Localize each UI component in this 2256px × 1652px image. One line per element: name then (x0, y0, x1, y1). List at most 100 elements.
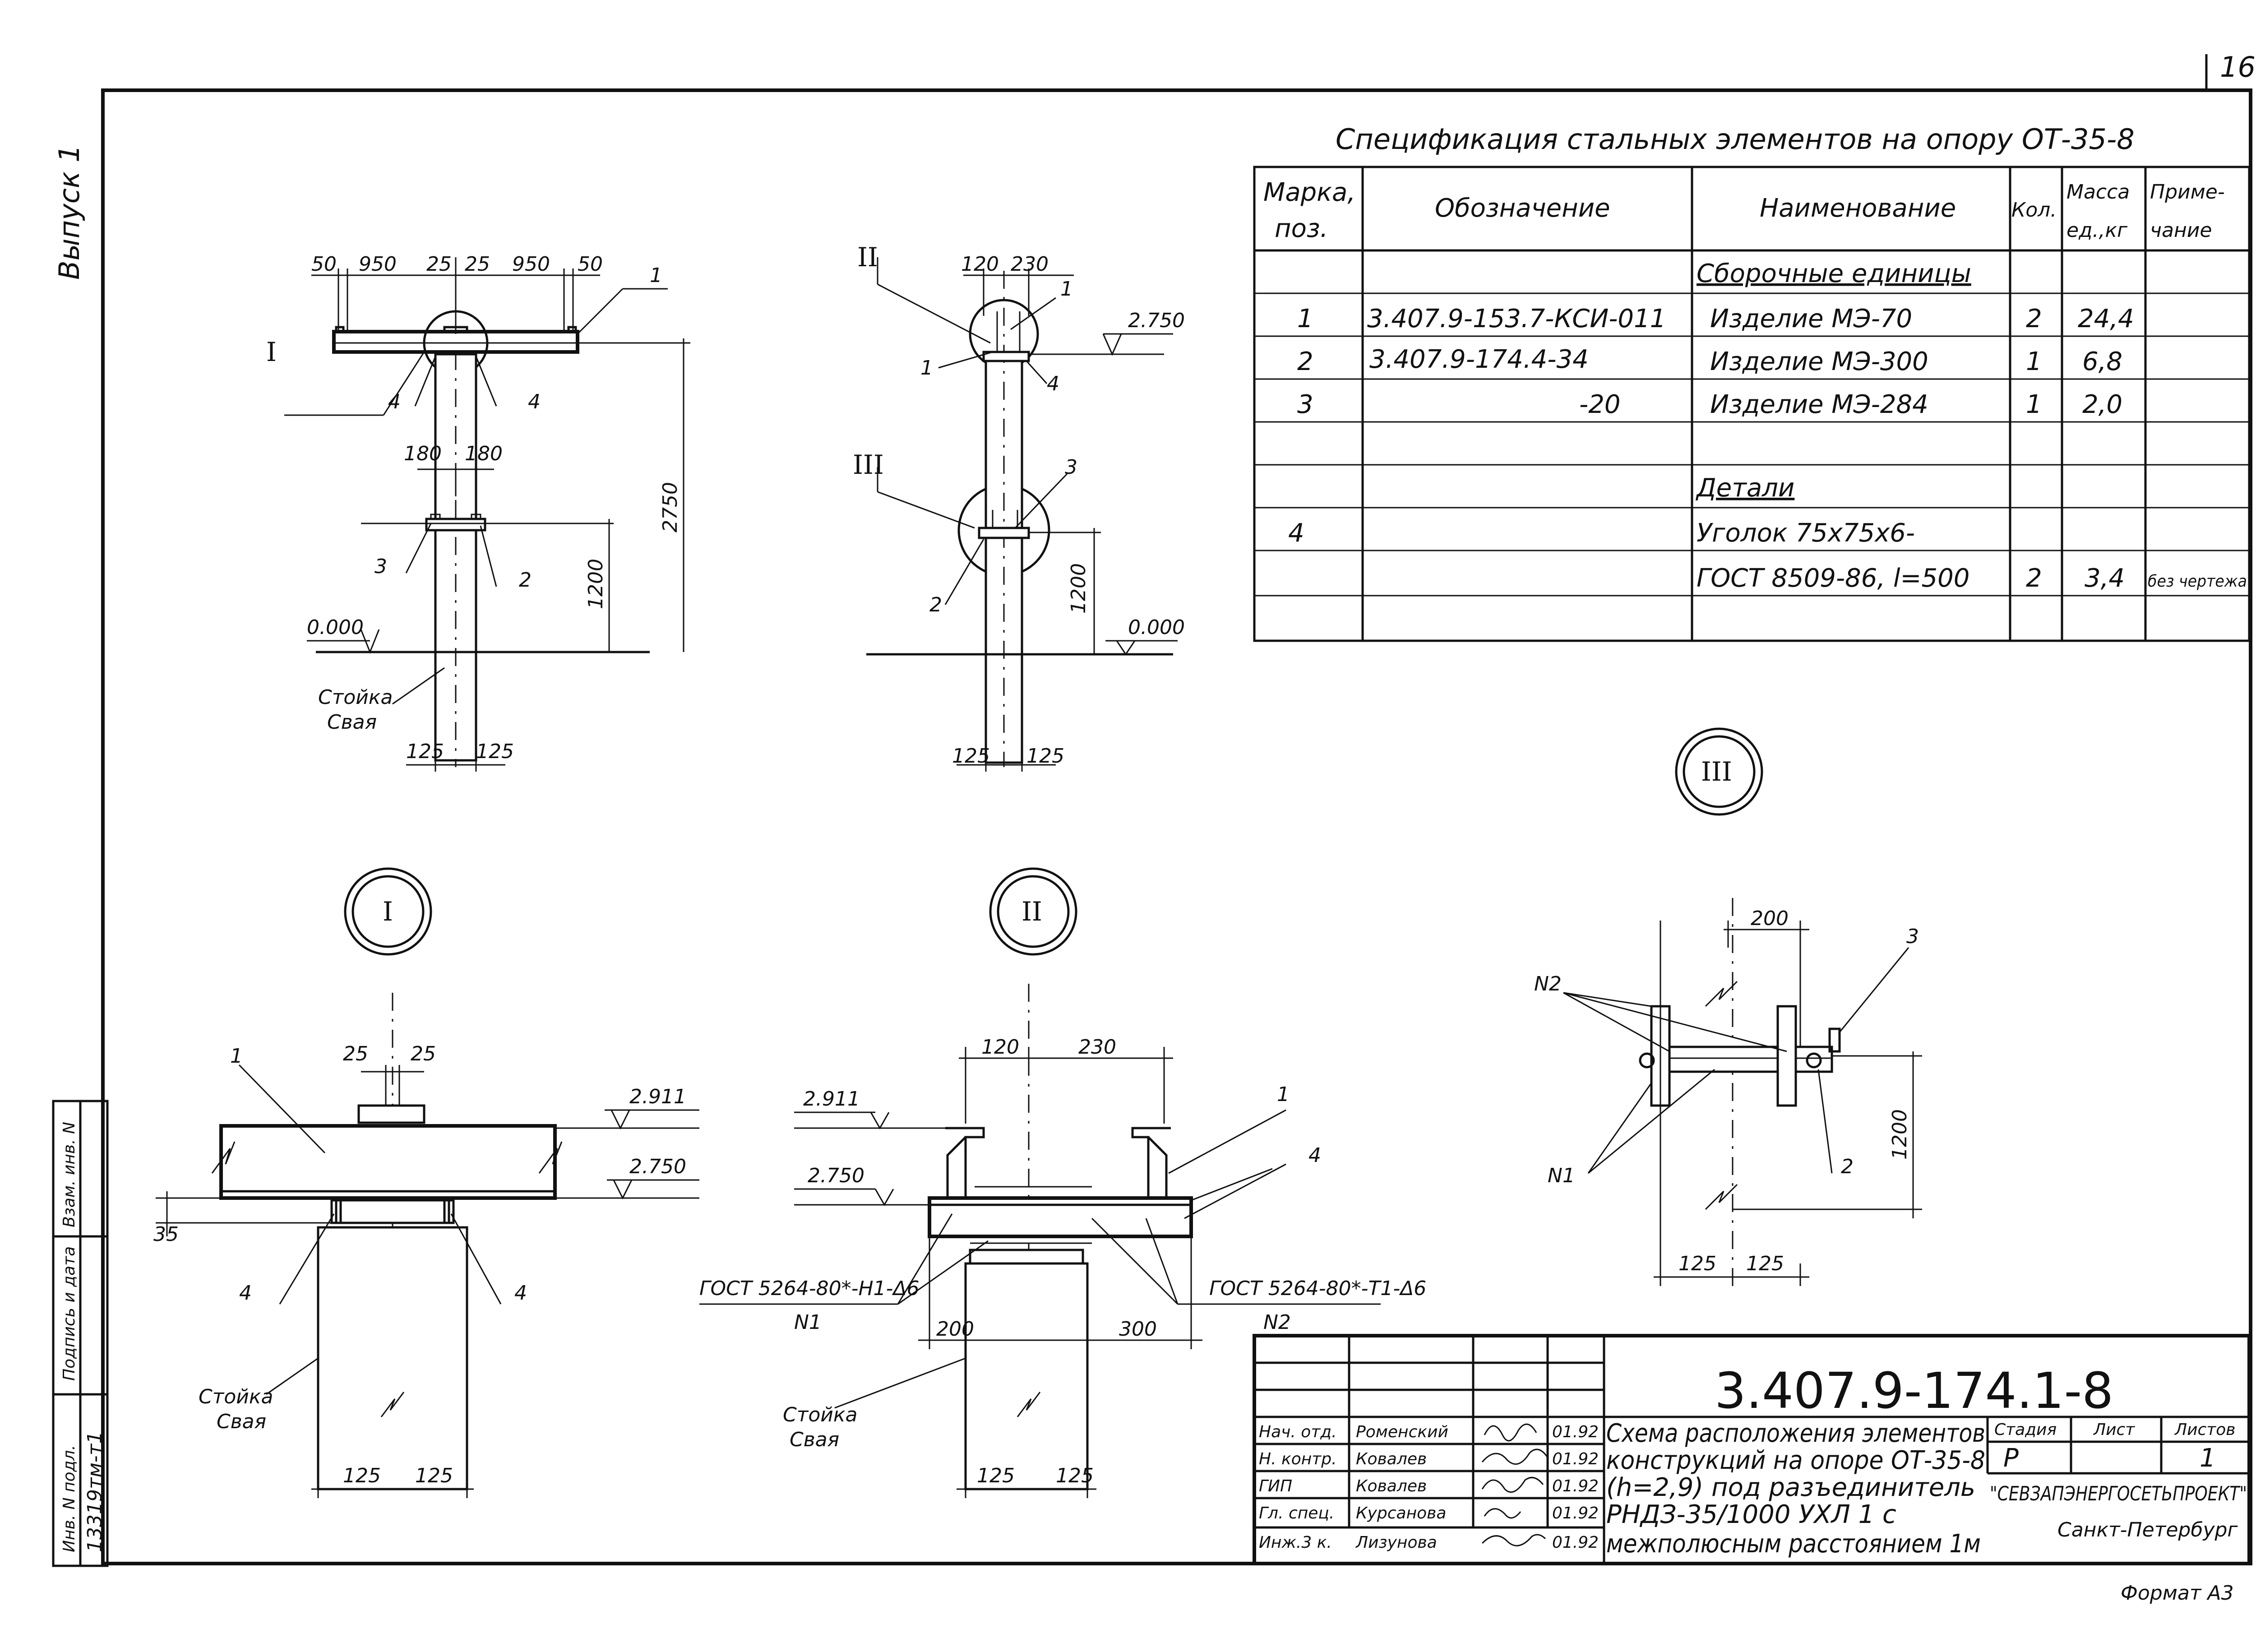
front-pos-4-right: 4 (528, 390, 541, 413)
person-date: 01.92 (1552, 1423, 1599, 1441)
side-title: Выпуск 1 (53, 145, 86, 280)
person-role: Нач. отд. (1259, 1423, 1337, 1441)
spec-header-mark-1: Марка, (1263, 178, 1355, 207)
detail-I-pos-1: 1 (230, 1045, 243, 1068)
detail-II-dim-230: 230 (1078, 1036, 1116, 1059)
spec-header-note-1: Приме- (2150, 180, 2225, 204)
inventory-replace-label: Взам. инв. N (60, 1122, 79, 1227)
person-name: Роменский (1356, 1423, 1448, 1441)
detail-II (699, 867, 1381, 1498)
spec-header-mark-2: поз. (1275, 214, 1328, 243)
person-name: Ковалев (1356, 1477, 1427, 1495)
page-number: 16 (2220, 51, 2256, 83)
side-pos-1-top: 1 (1060, 278, 1073, 301)
detail-I-dim-125-right: 125 (415, 1464, 453, 1487)
person-date: 01.92 (1552, 1450, 1599, 1468)
title-description: Схема расположения элементов конструкций… (1606, 1419, 1985, 1559)
detail-III-pos-3: 3 (1906, 925, 1919, 948)
detail-II-level-2750: 2.750 (808, 1164, 864, 1187)
spec-row-name: Уголок 75х75х6- (1697, 518, 1915, 548)
inventory-inv-value: 13319тм-т1 (83, 1431, 106, 1552)
spec-row-name: Детали (1695, 473, 1794, 503)
side-pos-1-left: 1 (920, 356, 933, 379)
spec-row-name: ГОСТ 8509-86, l=500 (1697, 564, 1969, 593)
side-view (866, 257, 1178, 772)
detail-II-dim-120: 120 (981, 1036, 1019, 1059)
detail-III-n2: N2 (1534, 972, 1562, 995)
spec-row-designation: 3.407.9-153.7-КСИ-011 (1367, 304, 1666, 333)
spec-rows: Сборочные единицы 1 3.407.9-153.7-КСИ-01… (1288, 259, 2247, 593)
spec-row-designation: 3.407.9-174.4-34 (1369, 345, 1589, 374)
front-dim-50-right: 50 (578, 253, 603, 276)
spec-row-mark: 1 (1297, 304, 1313, 333)
detail-I-label-stoyka: Стойка (199, 1385, 273, 1408)
detail-III-pos-2: 2 (1841, 1155, 1854, 1178)
person-role: Инж.3 к. (1259, 1533, 1332, 1552)
title-desc-line: Схема расположения элементов (1606, 1419, 1985, 1448)
side-dim-120: 120 (961, 253, 999, 276)
spec-header-designation: Обозначение (1435, 194, 1610, 223)
sheet-frame (101, 54, 2252, 1565)
spec-row-mass: 2,0 (2082, 390, 2122, 419)
front-pos-3: 3 (374, 555, 387, 578)
title-block-grid (1253, 1334, 2251, 1565)
front-view (284, 257, 690, 772)
title-sheet-label: Лист (2093, 1421, 2135, 1439)
detail-III (1563, 727, 1922, 1286)
title-stage: Р (2003, 1444, 2019, 1473)
spec-row-mass: 6,8 (2082, 347, 2122, 376)
detail-II-dim-125-left: 125 (977, 1464, 1015, 1487)
detail-II-weld-right: ГОСТ 5264-80*-Т1-Δ6 (1209, 1277, 1426, 1300)
title-stage-label: Стадия (1994, 1421, 2057, 1439)
front-dim-950-right: 950 (512, 253, 550, 276)
detail-III-dim-125-right: 125 (1746, 1252, 1784, 1275)
person-name: Курсанова (1356, 1504, 1446, 1522)
detail-II-dim-125-right: 125 (1056, 1464, 1094, 1487)
spec-row-designation: -20 (1579, 390, 1620, 419)
spec-header: Марка, поз. Обозначение Наименование Кол… (1263, 178, 2225, 243)
front-dim-50-left: 50 (311, 253, 337, 276)
person-role: Гл. спец. (1259, 1504, 1334, 1522)
detail-I (156, 867, 699, 1498)
front-dim-2750: 2750 (659, 482, 682, 532)
detail-II-label-stoyka: Стойка (783, 1403, 857, 1426)
spec-row-name: Изделие МЭ-300 (1710, 347, 1928, 376)
spec-row-mark: 3 (1297, 390, 1313, 419)
detail-II-n1: N1 (794, 1311, 822, 1334)
front-dim-950-left: 950 (359, 253, 397, 276)
detail-I-callout: I (383, 896, 393, 927)
spec-row-qty: 2 (2026, 304, 2042, 333)
title-org: "СЕВЗАПЭНЕРГОСЕТЬПРОЕКТ" (1990, 1482, 2247, 1505)
detail-II-level-2911: 2.911 (803, 1087, 860, 1111)
detail-II-dim-200: 200 (936, 1318, 974, 1341)
detail-II-label-svaya: Свая (790, 1428, 839, 1451)
detail-I-pos-4-right: 4 (514, 1282, 527, 1305)
side-dim-1200: 1200 (1067, 563, 1090, 614)
detail-II-dim-300: 300 (1119, 1318, 1157, 1341)
spec-row-name: Изделие МЭ-284 (1710, 390, 1928, 419)
inventory-sign-label: Подпись и дата (60, 1246, 79, 1381)
title-desc-line: РНДЗ-35/1000 УХЛ 1 с (1606, 1500, 1896, 1529)
person-name: Лизунова (1355, 1533, 1437, 1552)
detail-III-dim-125-left: 125 (1678, 1252, 1716, 1275)
signatures (1481, 1423, 1549, 1546)
front-label-svaya: Свая (327, 711, 377, 734)
detail-I-dim-125-left: 125 (343, 1464, 381, 1487)
front-callout-I: I (266, 337, 277, 367)
title-sheets-label: Листов (2174, 1421, 2235, 1439)
spec-table-grid (1253, 166, 2251, 642)
detail-III-callout: III (1701, 756, 1732, 787)
spec-row-name: Изделие МЭ-70 (1710, 304, 1912, 333)
person-name: Ковалев (1356, 1450, 1427, 1468)
spec-header-qty: Кол. (2011, 199, 2057, 222)
spec-row-qty: 1 (2026, 390, 2042, 419)
person-date: 01.92 (1552, 1477, 1599, 1495)
detail-I-dim-25-right: 25 (411, 1042, 436, 1065)
front-dim-25-left: 25 (426, 253, 452, 276)
side-pos-2: 2 (929, 593, 942, 616)
side-pos-3: 3 (1065, 456, 1077, 479)
side-pos-4: 4 (1047, 372, 1059, 395)
person-role: Н. контр. (1259, 1450, 1337, 1468)
title-desc-line: (h=2,9) под разъединитель (1606, 1473, 1975, 1502)
